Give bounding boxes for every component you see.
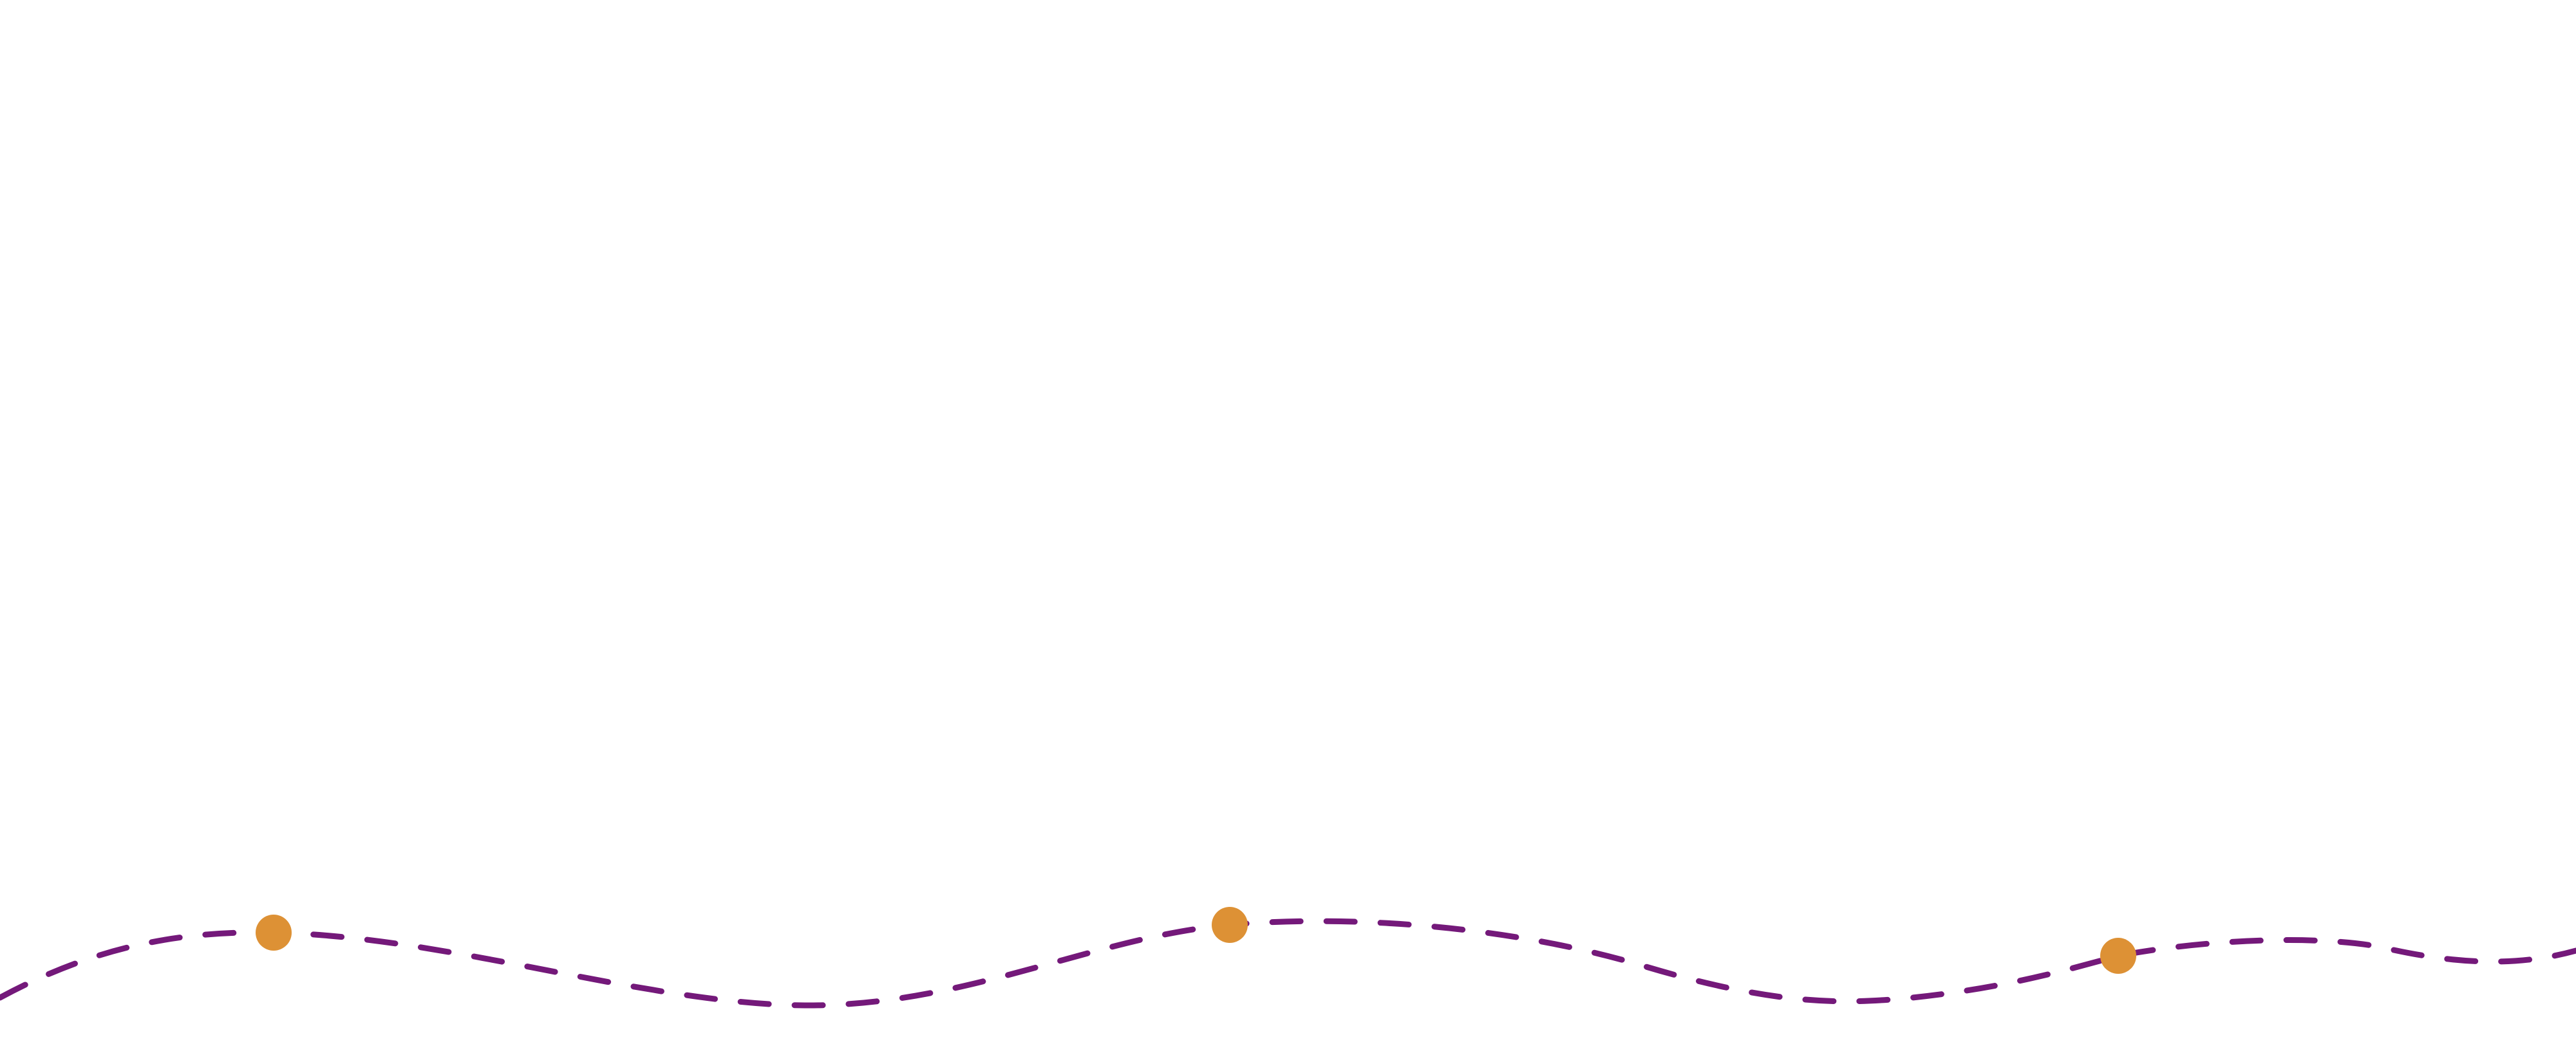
orange-dot-marker	[256, 915, 292, 951]
orange-dot-marker	[2100, 938, 2136, 974]
orange-dot-marker	[1212, 907, 1248, 943]
dashed-wave-path	[0, 918, 2576, 1009]
